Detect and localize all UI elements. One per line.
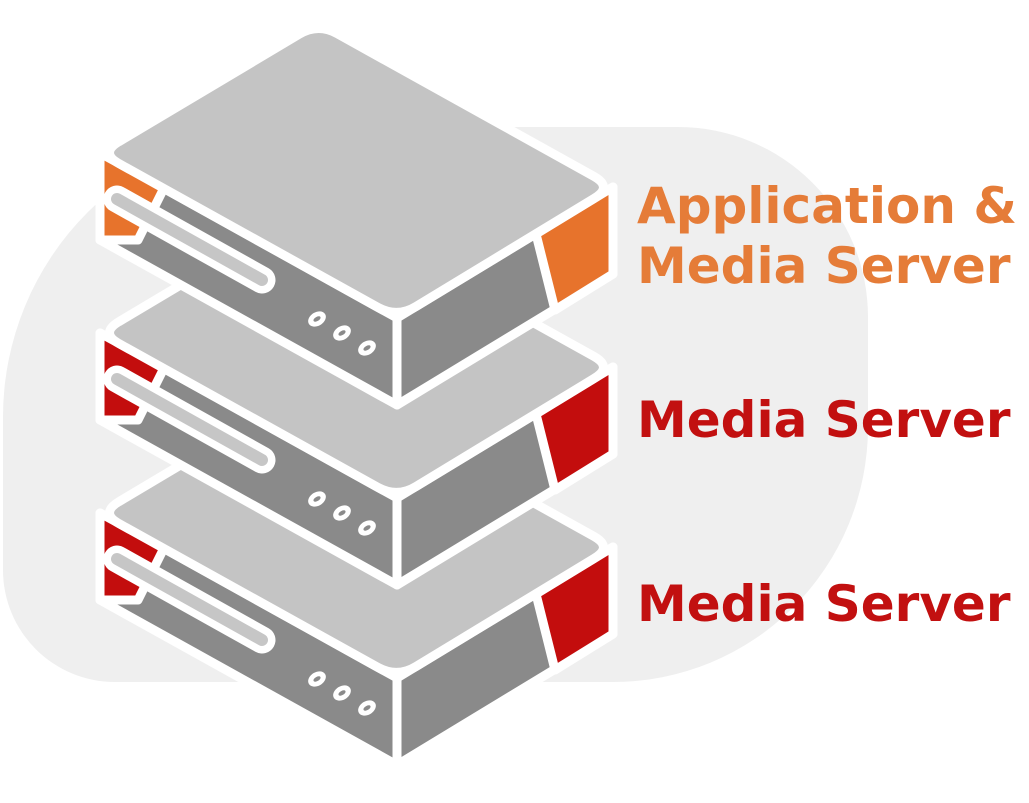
label-media-server-upper: Media Server	[637, 391, 1011, 449]
label-media-server-lower: Media Server	[637, 575, 1011, 633]
label-application-media-server: Application & Media Server	[637, 177, 1017, 295]
